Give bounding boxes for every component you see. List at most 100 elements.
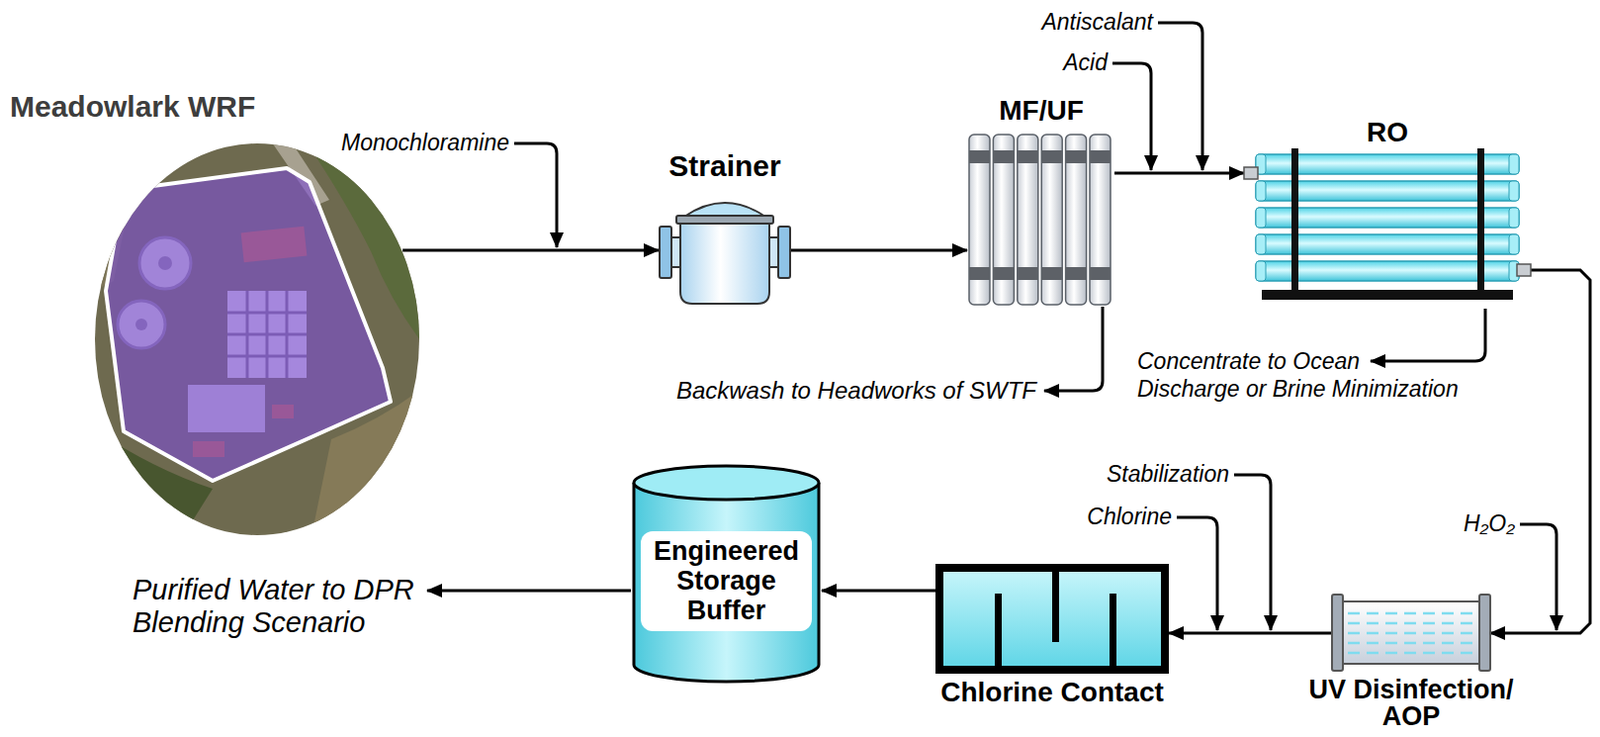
- stream-label: Stabilization: [1106, 460, 1230, 489]
- unit-label: Chlorine Contact: [903, 676, 1201, 709]
- reverse-osmosis-symbol-part: [1261, 289, 1513, 300]
- strainer-symbol-part: [684, 202, 766, 217]
- chemical-feed-arrow: [1519, 524, 1557, 630]
- flow-connector: [1114, 172, 1245, 176]
- reverse-osmosis-symbol: [1244, 148, 1531, 309]
- membrane-filter-symbol-part: [1066, 266, 1087, 280]
- uv-aop-unit: UV Disinfection/ AOP: [1332, 591, 1491, 674]
- uv-reactor-symbol-part: [1347, 622, 1475, 625]
- membrane-filter-symbol-part: [1041, 266, 1063, 280]
- label-anchor: H₂O₂: [1463, 510, 1515, 538]
- contact-basin: Chlorine Contact: [935, 563, 1169, 674]
- reverse-osmosis-symbol-part: [1509, 180, 1519, 201]
- storage-tank-symbol-part: [633, 465, 819, 500]
- contact-basin-symbol-part: [1052, 567, 1060, 642]
- contact-basin-symbol-part: [1109, 593, 1117, 670]
- label-anchor: Stabilization: [1106, 460, 1230, 489]
- chemical-feed-arrow: [1176, 517, 1218, 630]
- stream-label: Acid: [1063, 49, 1108, 78]
- label-anchor: Monochloramine: [341, 129, 510, 158]
- storage-tank-symbol-part: [633, 482, 819, 682]
- stream-label: Backwash to Headworks of SWTF: [676, 376, 1037, 406]
- uv-reactor-symbol: [1332, 591, 1491, 674]
- unit-label: RO: [1288, 116, 1487, 149]
- strainer-symbol: [658, 198, 792, 307]
- uv-reactor-symbol-part: [1339, 601, 1483, 664]
- label-anchor: Chlorine: [1086, 503, 1172, 532]
- strainer-symbol-part: [778, 226, 791, 278]
- membrane-filter-unit: MF/UF: [967, 132, 1115, 307]
- flow-connector: [821, 589, 936, 593]
- backwash-arrow: [1044, 306, 1103, 391]
- membrane-filter-symbol-part: [1041, 150, 1063, 164]
- contact-basin-symbol: [935, 563, 1169, 674]
- site-aerial-photo: [93, 142, 421, 536]
- contact-basin-symbol-part: [939, 567, 1165, 670]
- contact-basin-symbol-part: [994, 593, 1002, 670]
- membrane-filter-symbol-part: [1066, 150, 1087, 164]
- uv-reactor-symbol-part: [1347, 612, 1475, 616]
- uv-reactor-symbol-part: [1347, 631, 1475, 635]
- flow-connector: [1168, 631, 1333, 635]
- flow-connector: [791, 249, 968, 253]
- reverse-osmosis-symbol-part: [1291, 148, 1299, 297]
- label-anchor: Purified Water to DPR Blending Scenario: [132, 573, 449, 640]
- chemical-feed-arrow: [1112, 63, 1152, 171]
- facility-site: Meadowlark WRF: [93, 142, 421, 536]
- concentrate-arrow: [1370, 308, 1486, 361]
- strainer-symbol-part: [676, 215, 774, 224]
- uv-reactor-symbol-part: [1332, 594, 1343, 671]
- chemical-feed-arrow: [1234, 474, 1271, 630]
- reverse-osmosis-symbol-part: [1255, 261, 1266, 281]
- strainer-symbol-part: [659, 226, 672, 278]
- membrane-filter-symbol-part: [992, 150, 1014, 164]
- membrane-filter-symbol-part: [1017, 150, 1039, 164]
- strainer-unit: Strainer: [658, 198, 792, 307]
- membrane-filter-symbol-part: [969, 266, 990, 280]
- label-anchor: Antiscalant: [1041, 8, 1154, 37]
- reverse-osmosis-symbol-part: [1509, 234, 1519, 255]
- reverse-osmosis-unit: RO: [1244, 148, 1531, 309]
- stream-label: Monochloramine: [341, 129, 510, 158]
- reverse-osmosis-symbol-part: [1255, 234, 1266, 255]
- label-anchor: Concentrate to Ocean Discharge or Brine …: [1137, 348, 1464, 403]
- uv-reactor-symbol-part: [1347, 651, 1475, 655]
- membrane-filter-symbol-part: [1089, 266, 1111, 280]
- site-aerial-photo-part: [93, 142, 421, 536]
- membrane-filter-symbol-part: [1041, 134, 1063, 305]
- membrane-filter-symbol: [967, 132, 1115, 307]
- storage-tank: Engineered Storage Buffer: [630, 462, 822, 685]
- stream-label: Concentrate to Ocean Discharge or Brine …: [1137, 348, 1464, 403]
- site-aerial-photo-part-part: [93, 142, 421, 536]
- reverse-osmosis-symbol-part: [1509, 154, 1519, 175]
- membrane-filter-symbol-part: [1089, 134, 1111, 305]
- membrane-filter-symbol-part: [1017, 134, 1039, 305]
- membrane-filter-symbol-part: [1017, 266, 1039, 280]
- uv-reactor-symbol-part: [1347, 641, 1475, 645]
- flow-connector: [1490, 269, 1591, 633]
- reverse-osmosis-symbol-part: [1509, 207, 1519, 228]
- reverse-osmosis-symbol-part: [1244, 167, 1258, 179]
- unit-label: UV Disinfection/ AOP: [1292, 676, 1530, 730]
- unit-label: Strainer: [625, 149, 824, 184]
- unit-label: Meadowlark WRF: [9, 89, 327, 125]
- reverse-osmosis-symbol-part: [1255, 207, 1266, 228]
- chemical-feed-arrow: [1157, 22, 1203, 171]
- leader-arrow: [427, 22, 1557, 630]
- strainer-symbol-part: [680, 222, 770, 304]
- membrane-filter-symbol-part: [992, 134, 1014, 305]
- unit-label: Engineered Storage Buffer: [640, 531, 812, 631]
- unit-label: MF/UF: [942, 94, 1141, 127]
- stream-label: H₂O₂: [1463, 510, 1515, 538]
- stream-label: Purified Water to DPR Blending Scenario: [132, 573, 449, 640]
- reverse-osmosis-symbol-part: [1255, 180, 1266, 201]
- membrane-filter-symbol-part: [1089, 150, 1111, 164]
- product-water-arrow: [427, 589, 631, 593]
- label-anchor: Acid: [1063, 49, 1108, 78]
- uv-reactor-symbol-part: [1479, 594, 1491, 671]
- membrane-filter-symbol-part: [969, 150, 990, 164]
- membrane-filter-symbol-part: [992, 266, 1014, 280]
- membrane-filter-symbol-part: [1066, 134, 1087, 305]
- flow-connector: [402, 249, 659, 253]
